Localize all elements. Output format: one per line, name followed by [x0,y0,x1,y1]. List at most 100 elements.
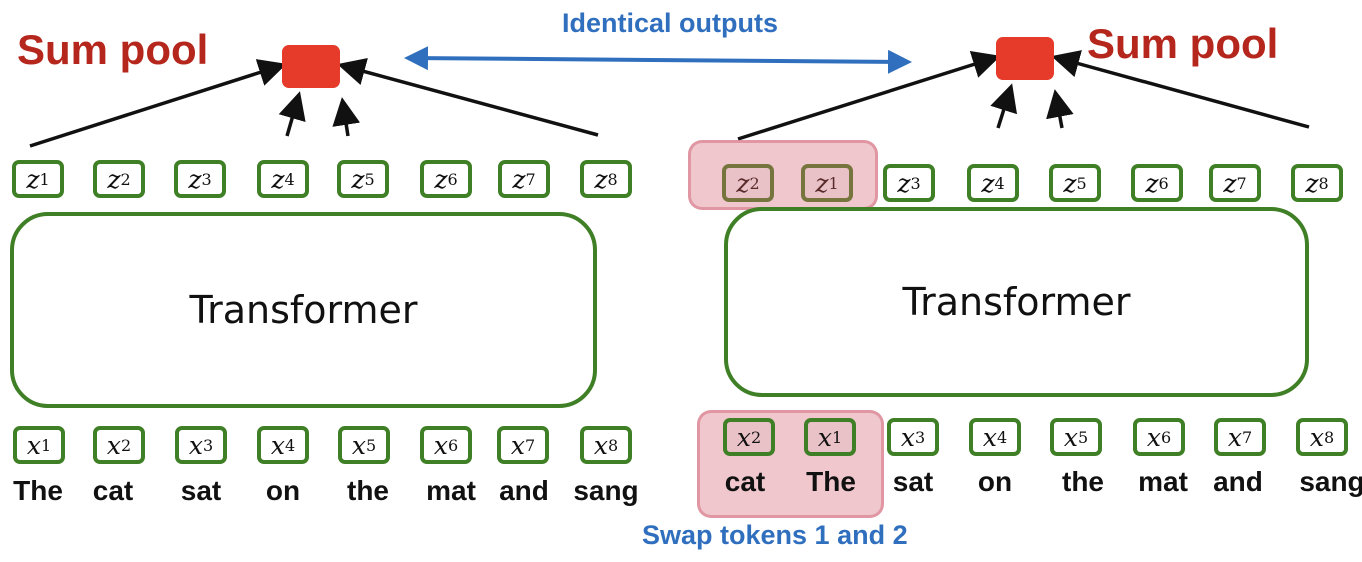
token-index: 4 [284,169,295,189]
token-index: 1 [828,173,839,193]
token-symbol: x [510,430,525,460]
token-index: 7 [1241,427,1253,447]
right-arrow-z5 [1046,89,1074,129]
token-index: 8 [607,435,619,455]
token-symbol: x [817,422,832,452]
token-index: 7 [1236,173,1247,193]
left-arrow-z8 [337,57,599,137]
token-index: 5 [1077,427,1089,447]
left-pool-node [282,45,340,88]
left-word: cat [92,475,134,506]
token-index: 3 [910,173,921,193]
token-symbol: x [106,430,121,460]
left-word: and [499,475,549,506]
right-word: the [1062,466,1104,497]
token-symbol: x [982,422,997,452]
token-symbol: z [897,168,911,198]
token-index: 7 [524,435,536,455]
left-arrow-z4 [278,91,306,137]
token-symbol: z [512,164,526,194]
right-arrow-z2 [737,50,1001,141]
left-transformer-block: Transformer [10,212,597,408]
token-symbol: z [434,164,448,194]
token-symbol: x [351,430,366,460]
right-pool-node [996,37,1054,80]
token-symbol: z [271,164,285,194]
right-word: and [1213,466,1263,497]
token-symbol: x [1227,422,1242,452]
token-index: 2 [749,173,760,193]
token-symbol: z [736,168,750,198]
token-symbol: z [815,168,829,198]
right-word: mat [1138,466,1188,497]
token-index: 4 [996,427,1008,447]
left-word: sat [180,475,222,506]
token-symbol: x [433,430,448,460]
token-symbol: z [351,164,365,194]
token-index: 8 [607,169,618,189]
right-word: sang [1299,466,1362,497]
left-word: on [265,475,301,506]
right-arrow-z8 [1051,50,1310,129]
token-symbol: x [593,430,608,460]
token-symbol: x [1146,422,1161,452]
token-symbol: z [1063,168,1077,198]
left-word: mat [426,475,476,506]
token-index: 6 [1160,427,1172,447]
token-symbol: z [107,164,121,194]
token-symbol: x [1063,422,1078,452]
token-symbol: z [981,168,995,198]
token-index: 7 [525,169,536,189]
token-index: 6 [447,169,458,189]
left-arrow-z1 [29,59,287,148]
token-index: 8 [1323,427,1335,447]
token-index: 3 [201,169,212,189]
left-arrow-z5 [332,97,361,137]
token-symbol: x [188,430,203,460]
token-index: 2 [120,169,131,189]
left-word: The [13,475,63,506]
left-word: the [347,475,389,506]
token-symbol: x [900,422,915,452]
token-index: 4 [284,435,296,455]
token-index: 2 [120,435,132,455]
token-index: 1 [40,435,52,455]
token-index: 8 [1318,173,1329,193]
right-word: The [806,466,856,497]
token-symbol: z [188,164,202,194]
token-symbol: z [1305,168,1319,198]
left-word: sang [573,475,639,506]
right-transformer-block: Transformer [724,207,1309,397]
token-index: 3 [202,435,214,455]
token-index: 5 [365,435,377,455]
identical-arrow [404,46,912,74]
token-index: 6 [1158,173,1169,193]
right-sum-pool-title: Sum pool [1087,20,1279,67]
token-index: 5 [364,169,375,189]
token-index: 3 [914,427,926,447]
